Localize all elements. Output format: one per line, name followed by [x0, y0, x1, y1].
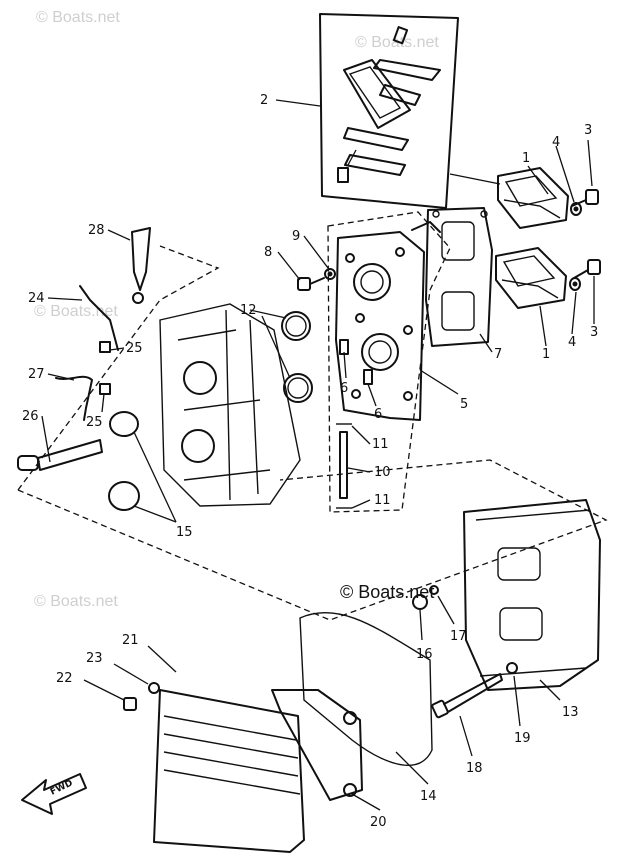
callout-24: 24 [28, 291, 45, 306]
rod-10 [339, 431, 348, 499]
hose-27 [55, 375, 93, 421]
watermark-top-center: © Boats.net [355, 34, 439, 51]
callout-14: 14 [420, 789, 437, 804]
callout-5: 5 [460, 397, 468, 412]
screw-6-a [339, 339, 349, 355]
callout-9: 9 [292, 229, 300, 244]
washer-19 [506, 662, 518, 674]
bolt-22 [123, 697, 137, 711]
callout-26: 26 [22, 409, 39, 424]
callout-11-lower: 11 [374, 493, 391, 508]
hose-24 [79, 285, 119, 351]
reed-valve-upper [449, 167, 569, 229]
washer-16 [412, 594, 428, 610]
callout-20: 20 [370, 815, 387, 830]
bolt-8 [297, 277, 325, 291]
callout-4-upper: 4 [552, 135, 560, 150]
gasket-12-a [281, 311, 311, 341]
bolt-lower [573, 259, 601, 279]
o-ring-15-lower [108, 481, 140, 511]
reed-gasket [425, 207, 493, 347]
callout-8: 8 [264, 245, 272, 260]
bolt-26 [17, 439, 103, 471]
washer-upper [570, 202, 582, 216]
gasket-12-b [283, 373, 313, 403]
callout-11-upper: 11 [372, 437, 389, 452]
callout-2: 2 [260, 93, 268, 108]
callout-21: 21 [122, 633, 139, 648]
washer-23 [148, 682, 160, 694]
valve-28 [131, 227, 151, 304]
gasket-14 [299, 611, 433, 766]
head-cover [463, 499, 601, 691]
callout-17: 17 [450, 629, 467, 644]
callout-28: 28 [88, 223, 105, 238]
reed-valve-kit-box [319, 13, 459, 209]
callout-6-a: 6 [340, 381, 348, 396]
callout-4-lower: 4 [568, 335, 576, 350]
o-ring-15-upper [109, 411, 139, 437]
leader-lines [41, 99, 595, 811]
callout-27: 27 [28, 367, 45, 382]
bolt-18 [431, 673, 503, 719]
washer-lower [569, 277, 581, 291]
reed-valve-lower [495, 247, 567, 309]
callout-1-upper: 1 [522, 151, 530, 166]
outer-cover-21 [153, 689, 305, 853]
fitting-25-upper [99, 341, 111, 353]
watermark-lower-left: © Boats.net [34, 593, 118, 610]
callout-3-upper: 3 [584, 123, 592, 138]
washer-17 [429, 585, 439, 595]
watermark-mid-left: © Boats.net [34, 303, 118, 320]
plate-20 [271, 689, 363, 801]
callout-12: 12 [240, 303, 257, 318]
callout-15: 15 [176, 525, 193, 540]
callout-13: 13 [562, 705, 579, 720]
callout-16: 16 [416, 647, 433, 662]
callout-labels: 2 1 4 3 1 4 3 8 9 12 6 6 5 7 11 10 11 28… [22, 93, 598, 830]
cylinder-block [17, 245, 608, 621]
callout-25-upper: 25 [126, 341, 143, 356]
callout-22: 22 [56, 671, 73, 686]
callout-23: 23 [86, 651, 103, 666]
callout-18: 18 [466, 761, 483, 776]
callout-3-lower: 3 [590, 325, 598, 340]
fwd-arrow-icon: FWD [21, 773, 87, 815]
watermark-top-left: © Boats.net [36, 9, 120, 26]
washer-9 [324, 268, 336, 280]
callout-25-lower: 25 [86, 415, 103, 430]
callout-10: 10 [374, 465, 391, 480]
screw-6-b [363, 369, 373, 385]
fitting-25-lower [99, 383, 111, 395]
callout-6-b: 6 [374, 407, 382, 422]
callout-1-lower: 1 [542, 347, 550, 362]
watermark-center: © Boats.net [340, 582, 434, 602]
intake-manifold [327, 211, 451, 513]
callout-19: 19 [514, 731, 531, 746]
callout-7: 7 [494, 347, 502, 362]
bolt-upper [571, 189, 599, 207]
